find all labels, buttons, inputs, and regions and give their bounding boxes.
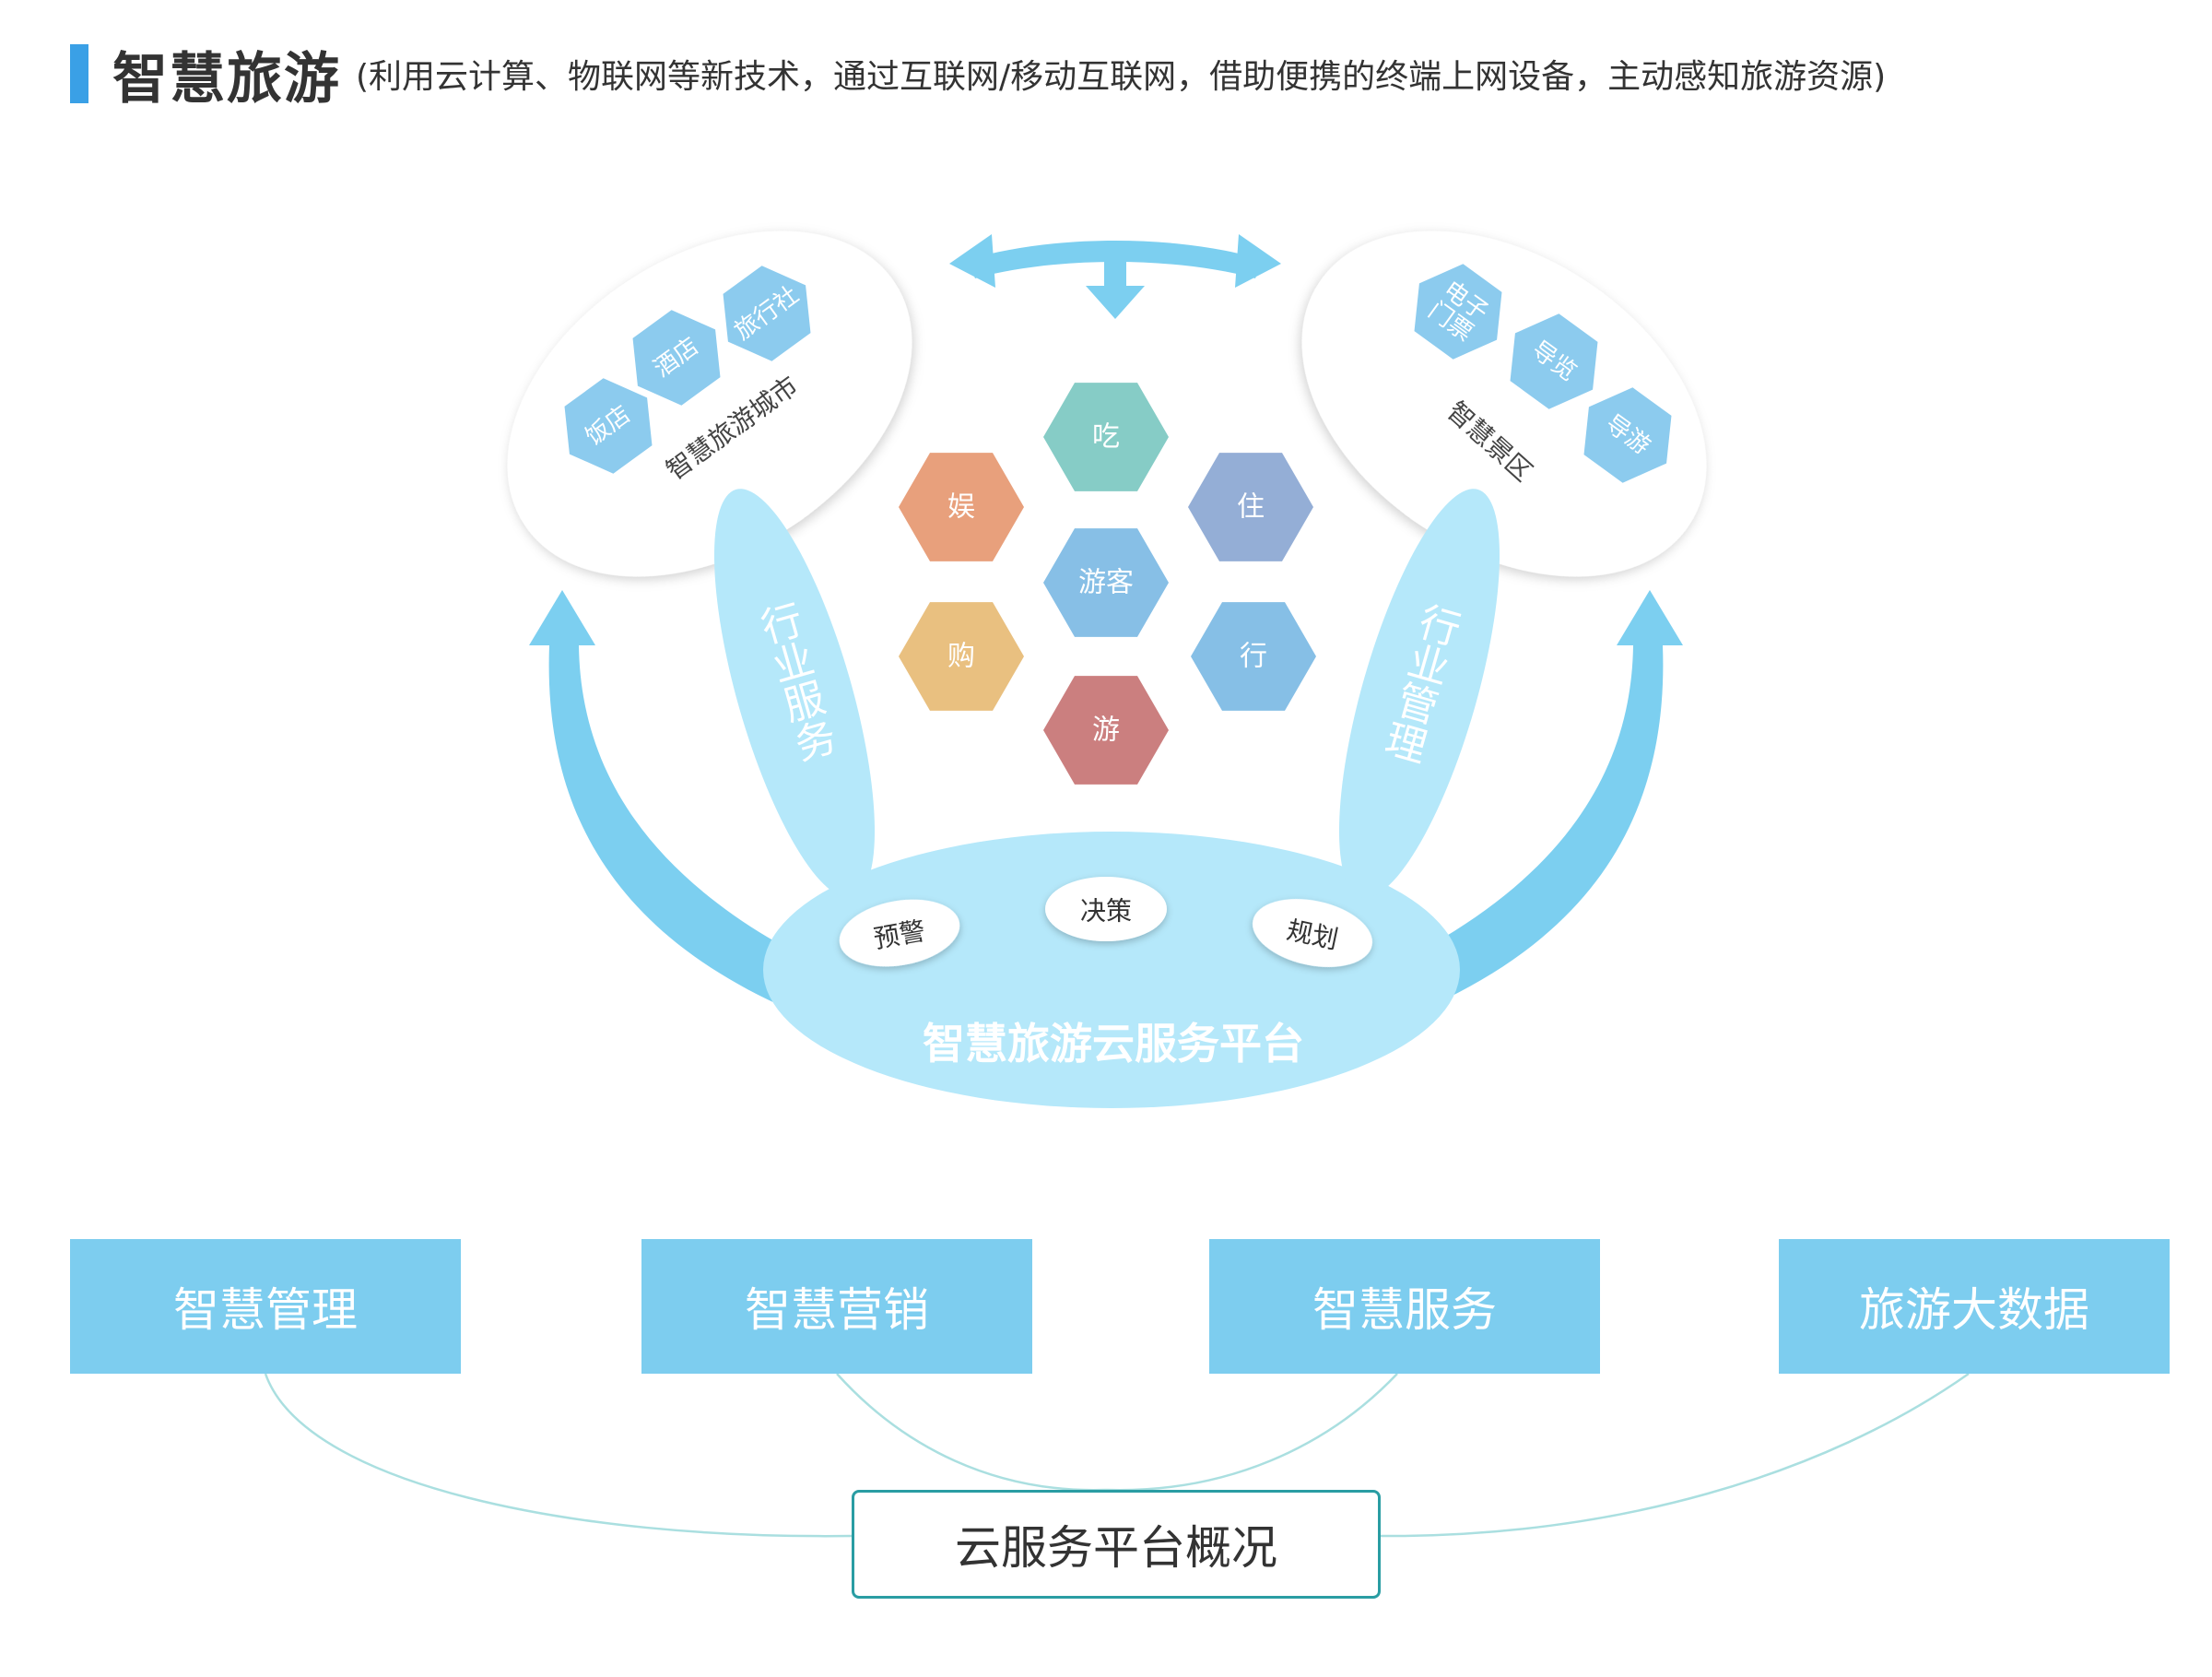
scenic-hex-0: 电子门票 [1414, 264, 1502, 360]
smart-management-box: 智慧管理 [70, 1239, 461, 1374]
hexagon-shape [564, 378, 653, 474]
hexagon-shape [899, 453, 1024, 561]
top-double-arrow-icon [949, 234, 1281, 319]
cloud-platform-overview-box: 云服务平台概况 [852, 1490, 1381, 1599]
platform-item-label: 决策 [1080, 896, 1132, 927]
hexagon-shape [1043, 528, 1169, 637]
platform-item-decision: 决策 [1045, 877, 1167, 941]
hexagon-label: 游 [1092, 714, 1120, 747]
hexagon-label: 游客 [1078, 567, 1134, 599]
hexagon-label: 娱 [947, 491, 975, 524]
smart-service-box: 智慧服务 [1209, 1239, 1600, 1374]
scenic-hex-2: 导游 [1583, 387, 1672, 483]
connector-management [264, 1373, 853, 1538]
center-hex-0: 吃 [1043, 383, 1169, 491]
tourism-big-data-box: 旅游大数据 [1779, 1239, 2170, 1374]
center-hex-2: 住 [1188, 453, 1313, 561]
center-hex-6: 游 [1043, 676, 1169, 785]
hexagon-label: 行 [1240, 641, 1267, 673]
hexagon-shape [632, 310, 721, 406]
hexagon-label: 购 [947, 641, 975, 673]
cloud-platform-title: 智慧旅游云服务平台 [923, 1019, 1304, 1069]
center-hex-1: 娱 [899, 453, 1024, 561]
hexagon-shape [1510, 313, 1598, 409]
connector-service [1105, 1373, 1398, 1492]
hexagon-label: 吃 [1092, 421, 1120, 454]
hexagon-label: 住 [1237, 491, 1265, 524]
scenic-hex-1: 导览 [1510, 313, 1598, 409]
city-hex-2: 旅行社 [723, 266, 811, 361]
smart-city-ellipse [507, 230, 912, 577]
hexagon-shape [1191, 602, 1316, 711]
center-hex-3: 游客 [1043, 528, 1169, 637]
hexagon-shape [1583, 387, 1672, 483]
connector-bigdata [1380, 1372, 1970, 1538]
page-subtitle: (利用云计算、物联网等新技术，通过互联网/移动互联网，借助便携的终端上网设备，主… [356, 58, 1887, 96]
center-hex-5: 行 [1191, 602, 1316, 711]
connector-marketing [836, 1373, 1107, 1492]
title-accent-bar [70, 44, 88, 103]
hexagon-shape [1414, 264, 1502, 360]
city-hex-1: 酒店 [632, 310, 721, 406]
hexagon-shape [1043, 676, 1169, 785]
connector-lines [264, 1372, 1970, 1538]
industry-management-petal [1338, 489, 1500, 898]
page-title: 智慧旅游 [112, 46, 341, 112]
header: 智慧旅游 (利用云计算、物联网等新技术，通过互联网/移动互联网，借助便携的终端上… [70, 37, 1887, 112]
hexagon-shape [1043, 383, 1169, 491]
hexagon-shape [723, 266, 811, 361]
hexagon-shape [1188, 453, 1313, 561]
platform-item-warning: 预警 [839, 899, 960, 967]
hexagon-shape [899, 602, 1024, 711]
city-hex-0: 饭店 [564, 378, 653, 474]
platform-item-planning: 规划 [1253, 899, 1372, 967]
smart-scenic-ellipse [1301, 230, 1707, 577]
smart-marketing-box: 智慧营销 [641, 1239, 1032, 1374]
industry-service-petal [713, 489, 876, 898]
center-hex-4: 购 [899, 602, 1024, 711]
